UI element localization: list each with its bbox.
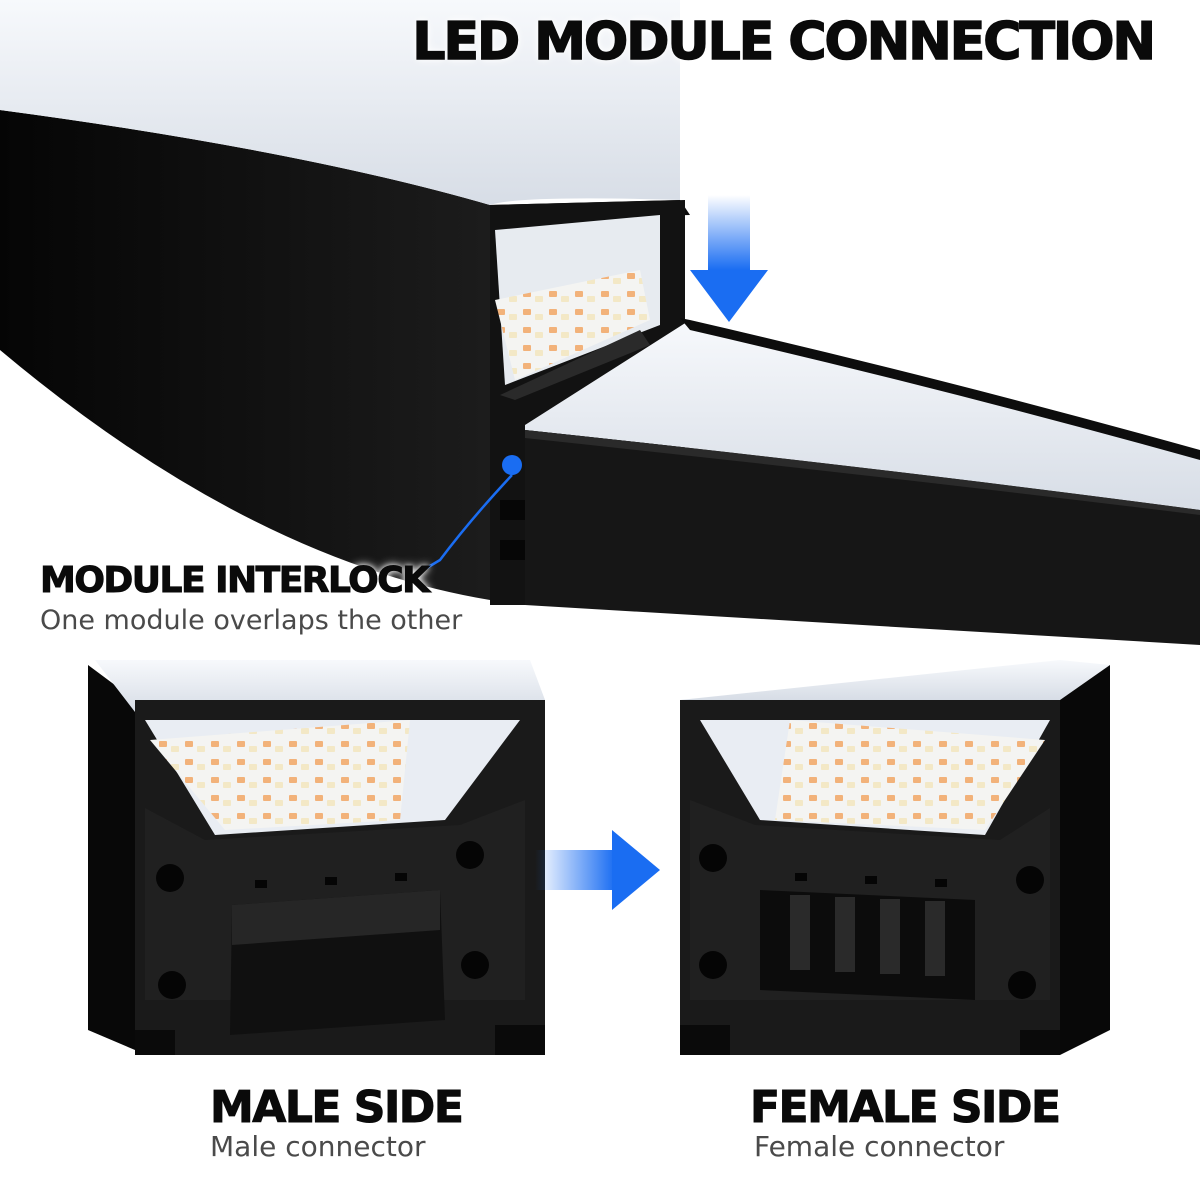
arrow-right-icon [535,830,660,910]
right-module [525,318,1200,645]
female-side-caption: Female connector [754,1130,1005,1163]
interlock-heading: MODULE INTERLOCK [40,560,431,602]
male-side-module [88,660,545,1055]
page-title: LED MODULE CONNECTION [412,11,1157,73]
male-side-caption: Male connector [210,1130,426,1163]
arrow-down-icon [690,195,768,322]
female-side-module [680,660,1110,1055]
interlock-caption: One module overlaps the other [40,605,463,636]
male-side-heading: MALE SIDE [209,1082,464,1134]
female-side-heading: FEMALE SIDE [750,1082,1062,1134]
callout-dot-icon [409,455,522,580]
